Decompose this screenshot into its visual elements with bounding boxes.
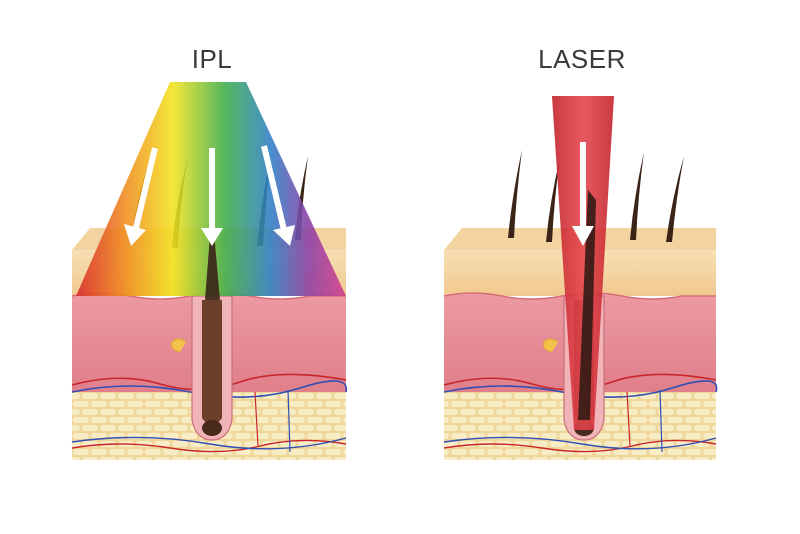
laser-surface-hair [508, 150, 522, 238]
laser-surface-hair [630, 152, 644, 240]
ipl-hair-shaft [202, 300, 222, 425]
ipl-hair-bulb [202, 420, 222, 436]
ipl-skin-panel [72, 82, 346, 460]
laser-skin-panel [444, 96, 717, 460]
